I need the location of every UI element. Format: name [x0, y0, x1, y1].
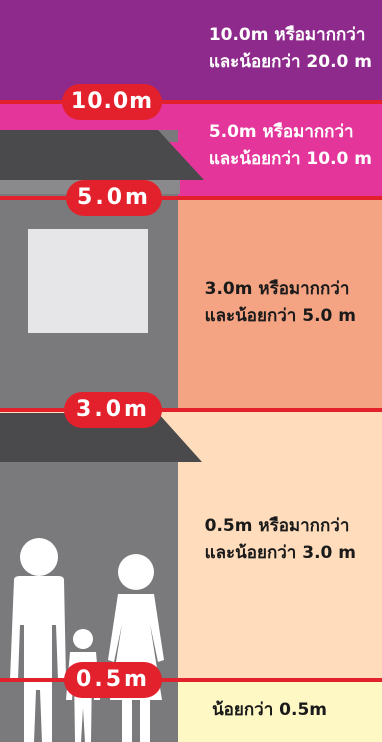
threshold-line-5m	[0, 196, 382, 200]
zone-band-over-10m: 10.0m หรือมากกว่า และน้อยกว่า 20.0 m	[0, 0, 382, 102]
upper-roof-icon	[0, 130, 204, 180]
zone-label-over-10m: 10.0m หรือมากกว่า และน้อยกว่า 20.0 m	[208, 25, 372, 72]
threshold-line-05m	[0, 678, 382, 682]
threshold-line-3m	[0, 408, 382, 412]
level-marker-10m: 10.0m	[62, 84, 162, 120]
zone-label-05m-3m: 0.5m หรือมากกว่า และน้อยกว่า 3.0 m	[204, 516, 356, 563]
zone-label-under-05m: น้อยกว่า 0.5m	[212, 700, 327, 720]
zone-label-5m-10m: 5.0m หรือมากกว่า และน้อยกว่า 10.0 m	[208, 122, 372, 169]
level-marker-3m: 3.0m	[64, 392, 162, 428]
zone-label-3m-5m: 3.0m หรือมากกว่า และน้อยกว่า 5.0 m	[204, 279, 356, 326]
threshold-line-10m	[0, 100, 382, 104]
level-marker-05m: 0.5m	[64, 662, 162, 698]
window-icon	[28, 229, 148, 333]
level-marker-5m: 5.0m	[66, 180, 162, 216]
